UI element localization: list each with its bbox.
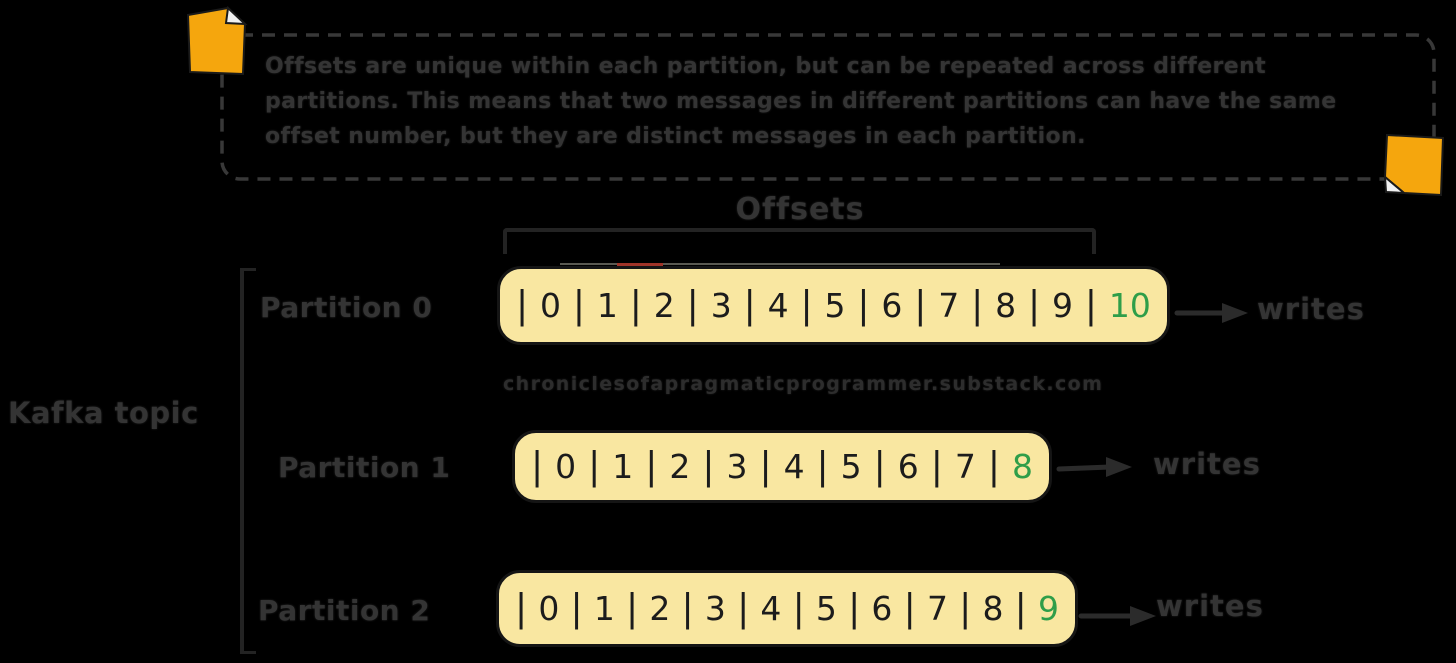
note-line: offset number, but they are distinct mes… <box>265 124 1086 149</box>
offset-separator: | <box>686 283 699 327</box>
offset-separator: | <box>816 444 829 488</box>
offset-value: 0 <box>538 589 560 628</box>
note-line: partitions. This means that two messages… <box>265 89 1337 114</box>
offset-value: 2 <box>649 589 671 628</box>
offset-separator: | <box>903 586 916 630</box>
writes-label: writes <box>1156 589 1264 623</box>
offset-value: 2 <box>669 447 691 486</box>
offset-separator: | <box>848 586 861 630</box>
next-offset-value: 9 <box>1037 589 1059 628</box>
sticky-note-icon <box>186 5 248 76</box>
writes-arrow-icon <box>1056 457 1132 477</box>
offset-value: 3 <box>704 589 726 628</box>
offset-separator: | <box>629 283 642 327</box>
offset-value: 1 <box>596 286 618 325</box>
offset-separator: | <box>800 283 813 327</box>
offset-separator: | <box>857 283 870 327</box>
partition-label: Partition 0 <box>260 291 433 324</box>
offsets-title: Offsets <box>735 192 865 227</box>
offsets-bracket <box>503 228 1096 254</box>
offset-separator: | <box>971 283 984 327</box>
note-text: Offsets are unique within each partition… <box>265 49 1425 154</box>
offset-value: 0 <box>555 447 577 486</box>
offset-value: 2 <box>653 286 675 325</box>
offset-value: 0 <box>540 286 562 325</box>
offset-separator: | <box>759 444 772 488</box>
offset-value: 7 <box>938 286 960 325</box>
next-offset-value: 8 <box>1012 447 1033 486</box>
offset-separator: | <box>930 444 943 488</box>
offset-value: 4 <box>783 447 805 486</box>
offset-separator: | <box>743 283 756 327</box>
sticky-note-icon <box>1383 133 1445 197</box>
writes-label: writes <box>1257 292 1365 326</box>
offset-value: 8 <box>982 589 1004 628</box>
offset-value: 7 <box>926 589 948 628</box>
offset-separator: | <box>588 444 601 488</box>
offset-value: 6 <box>871 589 893 628</box>
offset-separator: | <box>914 283 927 327</box>
writes-label: writes <box>1153 447 1261 481</box>
offset-value: 5 <box>824 286 846 325</box>
artifact-line-red <box>617 263 663 266</box>
offset-value: 6 <box>897 447 919 486</box>
offset-value: 6 <box>881 286 903 325</box>
offset-separator: | <box>873 444 886 488</box>
offset-value: 9 <box>1052 286 1074 325</box>
note-box-dashed-border <box>220 33 1436 181</box>
offset-separator: | <box>516 283 529 327</box>
artifact-line <box>560 263 1000 265</box>
offset-separator: | <box>531 444 544 488</box>
offset-separator: | <box>1014 586 1027 630</box>
offset-separator: | <box>515 586 528 630</box>
offset-separator: | <box>1084 283 1098 327</box>
offset-separator: | <box>1028 283 1041 327</box>
offset-value: 1 <box>593 589 615 628</box>
partition-label: Partition 1 <box>278 451 451 484</box>
offset-separator: | <box>959 586 972 630</box>
writes-arrow-icon <box>1078 606 1156 626</box>
offset-separator: | <box>645 444 658 488</box>
offset-value: 3 <box>726 447 748 486</box>
offset-separator: | <box>737 586 750 630</box>
next-offset-value: 10 <box>1108 286 1151 325</box>
offset-separator: | <box>792 586 805 630</box>
offset-value: 4 <box>767 286 789 325</box>
offset-value: 3 <box>710 286 732 325</box>
offset-value: 1 <box>612 447 634 486</box>
offset-value: 4 <box>760 589 782 628</box>
kafka-topic-label: Kafka topic <box>8 396 199 430</box>
offset-value: 5 <box>815 589 837 628</box>
offset-separator: | <box>987 444 1001 488</box>
offset-value: 8 <box>995 286 1017 325</box>
writes-arrow-icon <box>1174 303 1248 323</box>
partition-label: Partition 2 <box>258 594 431 627</box>
offset-separator: | <box>681 586 694 630</box>
note-line: Offsets are unique within each partition… <box>265 54 1267 79</box>
offset-value: 5 <box>840 447 862 486</box>
offset-value: 7 <box>954 447 976 486</box>
offset-separator: | <box>702 444 715 488</box>
kafka-topic-bracket <box>240 268 256 654</box>
offset-box-partition-1: | 0 | 1 | 2 | 3 | 4 | 5 | 6 | 7 | 8 <box>512 430 1052 503</box>
offset-box-partition-0: | 0 | 1 | 2 | 3 | 4 | 5 | 6 | 7 | 8 | 9 | 10 <box>497 266 1170 345</box>
offset-separator: | <box>570 586 583 630</box>
offset-separator: | <box>572 283 586 327</box>
offset-box-partition-2: | 0 | 1 | 2 | 3 | 4 | 5 | 6 | 7 | 8 | 9 <box>496 570 1078 647</box>
watermark: chroniclesofapragmaticprogrammer.substac… <box>503 373 1104 395</box>
offset-separator: | <box>626 586 639 630</box>
